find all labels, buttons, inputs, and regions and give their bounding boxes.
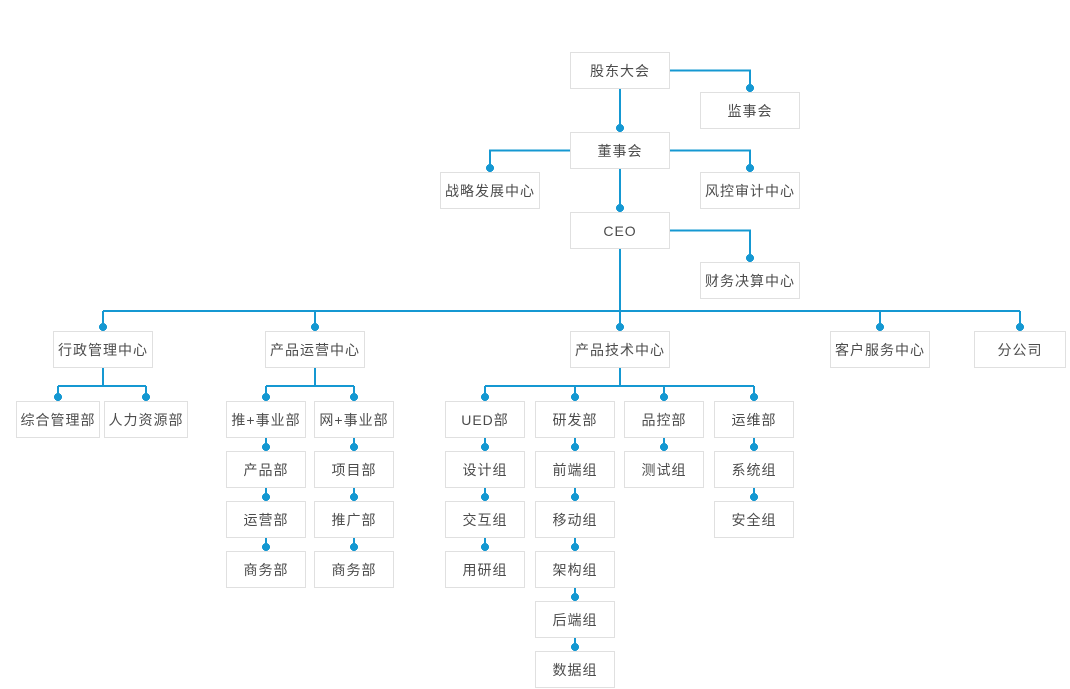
org-node-yongyan: 用研组 (445, 551, 525, 588)
org-node-fengkong: 风控审计中心 (700, 172, 800, 209)
org-node-qianduan: 前端组 (535, 451, 615, 488)
org-node-tuiguangbu: 推广部 (314, 501, 394, 538)
org-node-kehu: 客户服务中心 (830, 331, 930, 368)
org-node-shangwubu1: 商务部 (226, 551, 306, 588)
org-node-jiagou: 架构组 (535, 551, 615, 588)
org-node-xitong: 系统组 (714, 451, 794, 488)
org-node-sheji: 设计组 (445, 451, 525, 488)
org-node-wang: 网+事业部 (314, 401, 394, 438)
org-node-renli: 人力资源部 (104, 401, 188, 438)
org-node-tui: 推+事业部 (226, 401, 306, 438)
org-node-chanpinyunying: 产品运营中心 (265, 331, 365, 368)
org-node-anquan: 安全组 (714, 501, 794, 538)
org-node-ceo: CEO (570, 212, 670, 249)
org-node-ceshi: 测试组 (624, 451, 704, 488)
org-node-yanfa: 研发部 (535, 401, 615, 438)
org-node-dongshi: 董事会 (570, 132, 670, 169)
org-node-xingzheng: 行政管理中心 (53, 331, 153, 368)
org-node-yunyingbu: 运营部 (226, 501, 306, 538)
org-node-gudong: 股东大会 (570, 52, 670, 89)
org-node-jiaohu: 交互组 (445, 501, 525, 538)
org-node-shangwubu2: 商务部 (314, 551, 394, 588)
org-node-houduan: 后端组 (535, 601, 615, 638)
org-node-fengongsi: 分公司 (974, 331, 1066, 368)
org-node-xiangmubu: 项目部 (314, 451, 394, 488)
org-node-pinkong: 品控部 (624, 401, 704, 438)
org-node-yunwei: 运维部 (714, 401, 794, 438)
org-node-chanpinjishu: 产品技术中心 (570, 331, 670, 368)
org-node-ued: UED部 (445, 401, 525, 438)
org-node-yidong: 移动组 (535, 501, 615, 538)
org-node-zhanlue: 战略发展中心 (440, 172, 540, 209)
org-node-jianshi: 监事会 (700, 92, 800, 129)
org-node-caiwu: 财务决算中心 (700, 262, 800, 299)
org-node-chanpinbu: 产品部 (226, 451, 306, 488)
org-node-zonghe: 综合管理部 (16, 401, 100, 438)
org-node-shuju: 数据组 (535, 651, 615, 688)
